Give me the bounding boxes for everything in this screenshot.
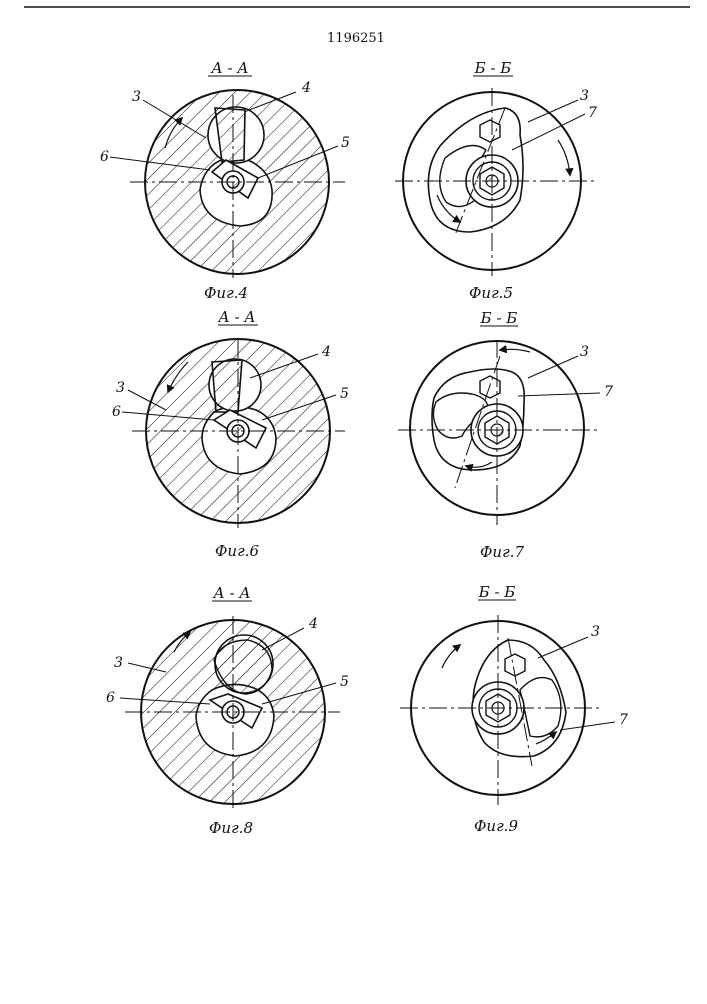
label-5: 5: [340, 674, 349, 690]
figure-caption: Фиг.7: [480, 543, 524, 561]
label-3: 3: [580, 88, 589, 104]
figure-caption: Фиг.4: [204, 284, 248, 302]
label-7: 7: [588, 105, 597, 121]
figure-7: Б - Б 3 7 Фиг.7: [398, 309, 613, 561]
label-7: 7: [619, 712, 628, 728]
label-3: 3: [116, 380, 125, 396]
label-3: 3: [591, 624, 600, 640]
label-3: 3: [580, 344, 589, 360]
figure-caption: Фиг.9: [474, 817, 518, 835]
figure-4: А - А 3 4 5 6 Фиг.4: [100, 59, 350, 302]
figure-5: Б - Б 3 7 Фиг.5: [395, 59, 597, 302]
label-3: 3: [114, 655, 123, 671]
label-7: 7: [604, 384, 613, 400]
label-4: 4: [321, 344, 331, 360]
label-5: 5: [341, 135, 350, 151]
figure-8: А - А 4 5 3 6 Фиг.8: [106, 584, 349, 837]
label-6: 6: [112, 404, 121, 420]
section-title: Б - Б: [474, 59, 512, 77]
figure-6: А - А 4 5 3 6 Фиг.6: [112, 308, 349, 560]
figure-caption: Фиг.5: [469, 284, 513, 302]
figure-9: Б - Б 3 7 Фиг.9: [400, 583, 628, 835]
figure-caption: Фиг.6: [215, 542, 259, 560]
label-3: 3: [132, 89, 141, 105]
label-6: 6: [100, 149, 109, 165]
label-5: 5: [340, 386, 349, 402]
nut-upper: [480, 120, 500, 142]
section-title: А - А: [212, 584, 250, 602]
section-title: Б - Б: [478, 583, 516, 601]
section-title: Б - Б: [480, 309, 518, 327]
label-4: 4: [308, 616, 318, 632]
figure-caption: Фиг.8: [209, 819, 253, 837]
section-title: А - А: [210, 59, 248, 77]
section-title: А - А: [217, 308, 255, 326]
label-4: 4: [301, 80, 311, 96]
patent-number: 1196251: [327, 31, 385, 46]
label-6: 6: [106, 690, 115, 706]
